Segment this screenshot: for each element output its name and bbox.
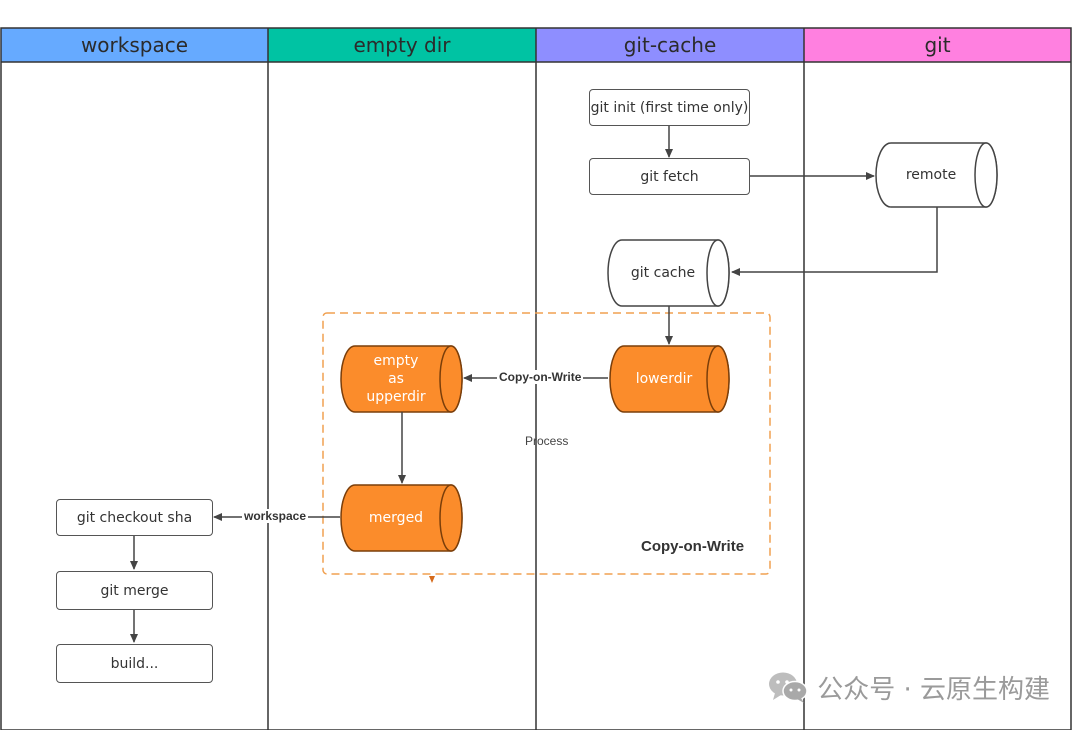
process-label: Process: [525, 434, 569, 448]
merged-label: merged: [368, 510, 424, 526]
lane-header-git-cache: git-cache: [623, 33, 717, 57]
lane-header-bg-empty-dir: [268, 28, 536, 62]
git-merge-node[interactable]: git merge: [56, 571, 213, 610]
lane-header-empty-dir: empty dir: [353, 33, 451, 57]
lane-header-workspace: workspace: [80, 33, 189, 57]
lane-header-git: git: [924, 33, 951, 57]
watermark-text: 公众号 · 云原生构建: [817, 674, 1050, 705]
remote-label: remote: [905, 167, 957, 183]
lane-header-bg-git-cache: [536, 28, 804, 62]
git-cache-label: git cache: [630, 265, 696, 281]
upperdir-label: empty as upperdir: [366, 353, 426, 405]
git-fetch-node[interactable]: git fetch: [589, 158, 750, 195]
watermark: 公众号 · 云原生构建: [767, 668, 1050, 706]
git-cache-cylinder[interactable]: [607, 239, 730, 307]
git-checkout-node[interactable]: git checkout sha: [56, 499, 213, 536]
copy-on-write-group: [322, 312, 771, 575]
lane-header-bg-git: [804, 28, 1071, 62]
git-init-node[interactable]: git init (first time only): [589, 89, 750, 126]
lowerdir-cylinder[interactable]: [609, 345, 730, 413]
lowerdir-label: lowerdir: [635, 371, 693, 387]
upperdir-cylinder[interactable]: [340, 345, 463, 413]
remote-cylinder[interactable]: [875, 142, 998, 208]
copy-on-write-group-title: Copy-on-Write: [641, 538, 745, 555]
lane-header-bg-workspace: [1, 28, 268, 62]
workspace-edge-label: workspace: [242, 509, 309, 523]
group-anchor-marker: [429, 576, 435, 583]
merged-cylinder[interactable]: [340, 484, 463, 552]
edge-remote-to-cache: [731, 207, 938, 276]
build-node[interactable]: build...: [56, 644, 213, 683]
copy-on-write-edge-label: Copy-on-Write: [497, 370, 584, 384]
wechat-icon: [769, 672, 808, 703]
